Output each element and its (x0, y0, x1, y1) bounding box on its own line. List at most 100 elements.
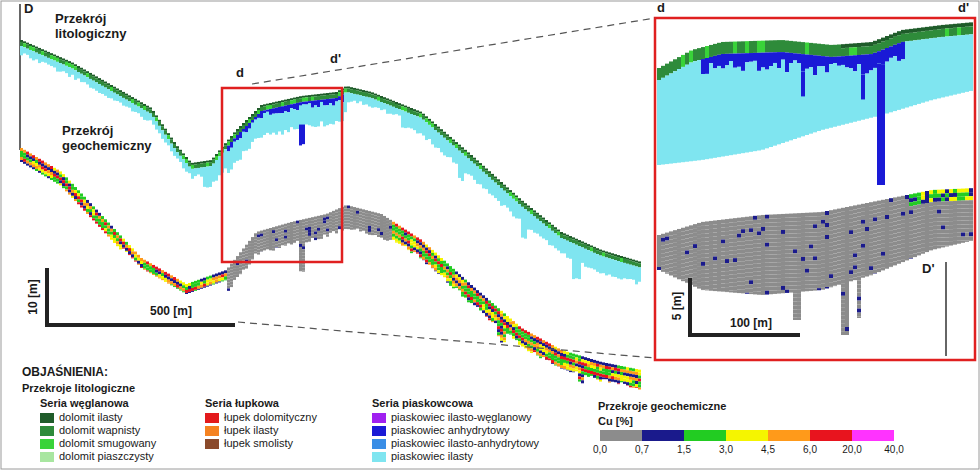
section-cell (137, 255, 140, 258)
section-cell (200, 168, 203, 177)
section-cell (617, 374, 620, 377)
section-cell (209, 276, 212, 279)
section-cell (470, 157, 473, 161)
section-cell (245, 120, 248, 122)
section-cell (263, 113, 266, 135)
section-cell (539, 344, 542, 347)
section-cell (329, 230, 332, 233)
section-cell (59, 174, 62, 177)
section-cell (401, 106, 404, 110)
section-cell (590, 365, 593, 368)
section-cell (578, 240, 581, 242)
section-cell (434, 124, 437, 126)
section-cell (371, 215, 374, 218)
section-cell (332, 217, 335, 220)
section-cell (512, 336, 515, 339)
section-cell (491, 176, 494, 180)
section-cell (98, 225, 101, 227)
section-cell (200, 282, 203, 285)
section-cell (38, 48, 41, 50)
section-cell (95, 76, 98, 78)
section-cell (584, 360, 587, 363)
section-cell (323, 95, 326, 99)
section-cell (638, 370, 641, 373)
section-cell (365, 93, 368, 97)
section-cell (32, 164, 35, 167)
section-cell (617, 365, 620, 368)
section-cell (305, 237, 308, 240)
section-cell (158, 122, 161, 126)
section-cell (512, 321, 515, 324)
section-cell (533, 338, 536, 341)
section-cell (287, 238, 290, 241)
section-cell (344, 211, 347, 214)
section-cell (260, 231, 263, 234)
section-cell (578, 367, 581, 370)
section-cell (290, 222, 293, 225)
section-cell (200, 288, 203, 289)
section-cell (299, 105, 302, 145)
section-cell (437, 133, 440, 148)
section-cell (509, 328, 512, 331)
section-cell (503, 319, 506, 322)
section-cell (272, 104, 275, 108)
section-cell (230, 276, 233, 279)
section-cell (122, 92, 125, 94)
section-cell (566, 352, 569, 355)
section-cell (626, 258, 629, 260)
section-cell (464, 286, 467, 289)
section-cell (581, 365, 584, 368)
section-cell (185, 287, 188, 290)
section-cell (554, 362, 557, 365)
section-cell (59, 183, 62, 185)
section-cell (119, 244, 122, 247)
section-cell (443, 264, 446, 267)
section-cell (575, 364, 578, 367)
section-cell (317, 94, 320, 96)
section-cell (374, 233, 377, 235)
section-cell (368, 211, 371, 214)
section-cell (530, 340, 533, 343)
section-cell (299, 244, 302, 247)
section-cell (125, 242, 128, 245)
section-cell (29, 153, 32, 156)
section-cell (572, 360, 575, 363)
section-cell (443, 138, 446, 156)
section-cell (209, 160, 212, 162)
section-cell (497, 320, 500, 323)
section-cell (239, 126, 242, 128)
section-cell (518, 204, 521, 218)
section-cell (614, 254, 617, 256)
section-cell (119, 235, 122, 238)
section-cell (416, 237, 419, 240)
section-cell (374, 218, 377, 221)
section-cell (269, 109, 272, 115)
section-cell (503, 340, 506, 342)
section-cell (68, 61, 71, 63)
section-cell (257, 243, 260, 246)
section-cell (98, 80, 101, 84)
section-cell (236, 129, 239, 131)
section-cell (398, 232, 401, 235)
section-cell (89, 73, 92, 75)
section-cell (179, 281, 182, 284)
section-cell (302, 246, 305, 249)
section-cell (620, 375, 623, 378)
section-cell (548, 228, 551, 245)
section-cell (347, 227, 350, 230)
section-cell (275, 247, 278, 248)
section-cell (509, 322, 512, 325)
section-cell (185, 163, 188, 172)
section-cell (140, 102, 143, 104)
section-cell (503, 328, 506, 331)
section-cell (356, 89, 359, 91)
section-cell (617, 380, 620, 383)
section-cell (362, 215, 365, 218)
section-cell (587, 370, 590, 373)
section-cell (287, 223, 290, 226)
section-cell (563, 366, 566, 369)
section-cell (446, 134, 449, 136)
section-cell (296, 110, 299, 129)
section-cell (635, 381, 638, 384)
section-cell (398, 235, 401, 238)
